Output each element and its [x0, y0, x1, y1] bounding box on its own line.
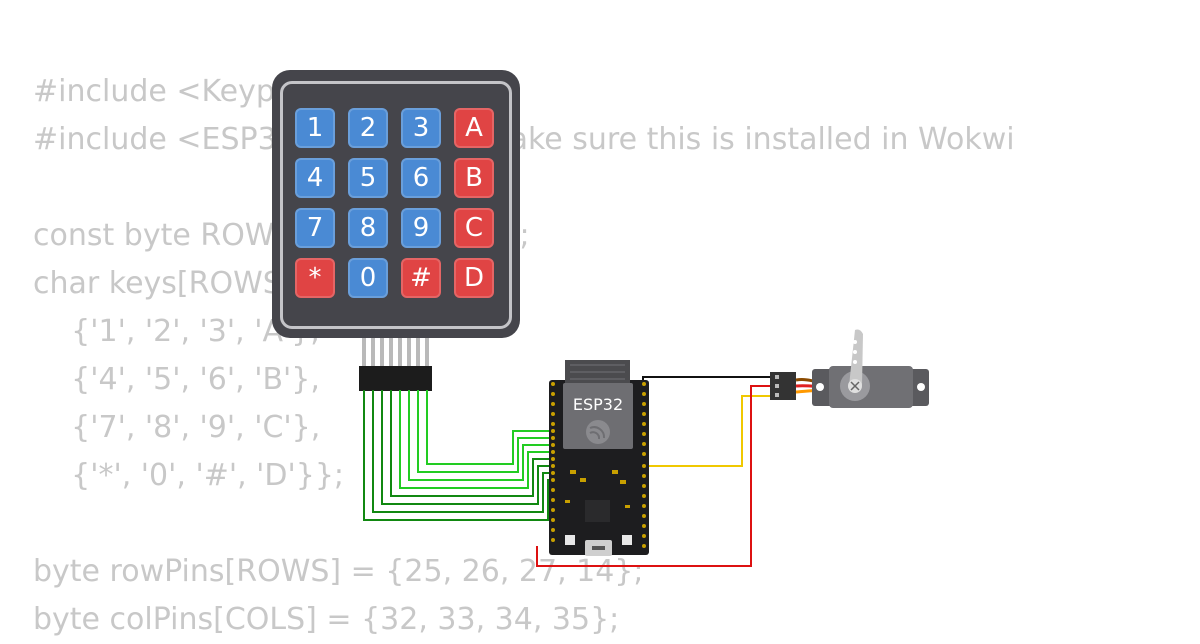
circuit-canvas: ESP32 [359, 329, 929, 567]
usb-port-slot [592, 546, 605, 550]
servo-wire-signal[interactable] [643, 395, 773, 467]
keypad-wire-3[interactable] [381, 390, 556, 505]
keypad-wire-5[interactable] [399, 390, 556, 489]
keypad-pin-4 [389, 338, 393, 370]
keypad-pin-3 [380, 338, 384, 370]
servo-horn[interactable] [849, 329, 863, 387]
keypad-pin-7 [416, 338, 420, 370]
keypad-pin-5 [398, 338, 402, 370]
key-star[interactable]: * [295, 258, 335, 298]
keypad-wire-7[interactable] [417, 390, 556, 473]
esp32-module-shield [563, 383, 633, 449]
key-3[interactable]: 3 [401, 108, 441, 148]
keypad-wire-8[interactable] [426, 390, 556, 465]
key-9[interactable]: 9 [401, 208, 441, 248]
antenna-trace [570, 364, 625, 380]
servo-screw-cross-icon [850, 381, 860, 391]
key-b[interactable]: B [454, 158, 494, 198]
key-6[interactable]: 6 [401, 158, 441, 198]
servo-mount-hole [816, 383, 824, 391]
espressif-logo-icon [586, 420, 610, 444]
servo-connector [770, 372, 796, 400]
servo-horn-hole [853, 340, 857, 344]
key-c[interactable]: C [454, 208, 494, 248]
keypad-wire-4[interactable] [390, 390, 556, 497]
key-2[interactable]: 2 [348, 108, 388, 148]
servo-connector-pin [775, 384, 779, 388]
servo-wire-gnd[interactable] [642, 376, 773, 380]
en-button[interactable] [565, 535, 575, 545]
membrane-keypad[interactable]: 1 2 3 A 4 5 6 B 7 8 9 C * 0 # D [272, 70, 520, 338]
servo-wire-power[interactable] [536, 385, 773, 567]
esp32-pin-header-right [642, 382, 646, 548]
key-5[interactable]: 5 [348, 158, 388, 198]
code-line-11: byte rowPins[ROWS] = {25, 26, 27, 14}; [33, 554, 644, 589]
key-hash[interactable]: # [401, 258, 441, 298]
key-0[interactable]: 0 [348, 258, 388, 298]
keypad-ribbon-pins [362, 338, 429, 370]
esp32-smd-components [565, 470, 630, 508]
key-4[interactable]: 4 [295, 158, 335, 198]
esp32-label: ESP32 [573, 395, 623, 414]
servo-connector-pin [775, 375, 779, 379]
key-8[interactable]: 8 [348, 208, 388, 248]
servo-motor[interactable] [770, 329, 929, 409]
keypad-wire-2[interactable] [372, 390, 556, 513]
keypad-pin-1 [362, 338, 366, 370]
esp32-board[interactable]: ESP32 [549, 360, 649, 556]
keypad-frame [280, 81, 512, 329]
keypad-pin-8 [425, 338, 429, 370]
code-line-8: {'7', '8', '9', 'C'}, [33, 410, 321, 445]
keypad-wire-6[interactable] [408, 390, 556, 481]
servo-horn-hole [853, 350, 857, 354]
key-a[interactable]: A [454, 108, 494, 148]
code-line-9: {'*', '0', '#', 'D'}}; [33, 458, 345, 493]
keypad-header-connector [359, 366, 432, 391]
servo-mount-hole [917, 383, 925, 391]
keypad-pin-2 [371, 338, 375, 370]
servo-horn-hole [853, 360, 857, 364]
key-1[interactable]: 1 [295, 108, 335, 148]
keypad-wires [363, 390, 556, 521]
servo-connector-pin [775, 393, 779, 397]
keypad-pin-6 [407, 338, 411, 370]
code-line-7: {'4', '5', '6', 'B'}, [33, 362, 320, 397]
boot-button[interactable] [622, 535, 632, 545]
key-7[interactable]: 7 [295, 208, 335, 248]
esp32-usb-chip [585, 500, 610, 522]
key-d[interactable]: D [454, 258, 494, 298]
esp32-pin-header-left [551, 382, 555, 542]
